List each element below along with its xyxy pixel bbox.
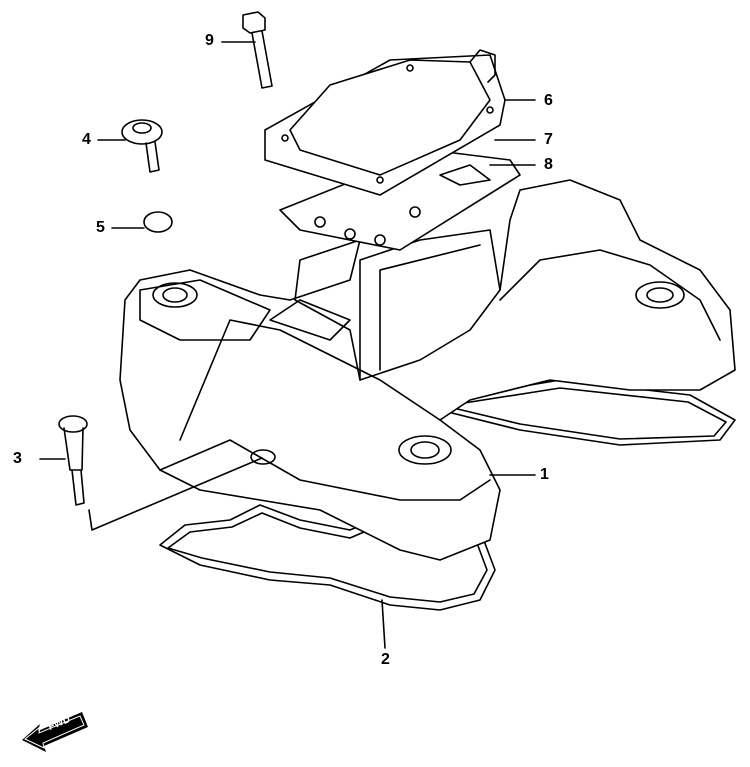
fwd-direction-arrow-icon xyxy=(22,712,88,752)
callout-3: 3 xyxy=(13,450,22,467)
cylinder-head-cover xyxy=(119,179,736,561)
callout-8: 8 xyxy=(544,156,553,173)
callout-6: 6 xyxy=(544,92,553,109)
callout-5: 5 xyxy=(96,219,105,236)
breather-cover-bolt xyxy=(242,11,273,89)
callout-9: 9 xyxy=(205,32,214,49)
cover-bolt-with-washer xyxy=(121,119,163,173)
breather-cover xyxy=(264,49,506,196)
o-ring xyxy=(143,211,173,233)
callout-2: 2 xyxy=(381,651,390,668)
callout-7: 7 xyxy=(544,131,553,148)
leader-lines xyxy=(39,41,536,649)
callout-1: 1 xyxy=(540,466,549,483)
callout-4: 4 xyxy=(82,131,91,148)
cover-bolt xyxy=(58,415,88,506)
